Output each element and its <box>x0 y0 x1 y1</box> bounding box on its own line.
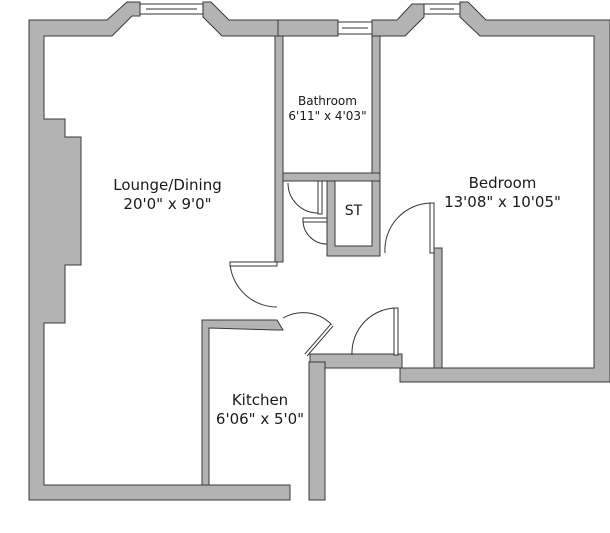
door-bathroom[interactable] <box>287 182 319 214</box>
bathroom-bottom-wall <box>282 172 381 182</box>
bathroom-top-wall-a <box>277 19 339 37</box>
room-name: ST <box>344 203 363 219</box>
lounge-bathroom-wall <box>274 35 284 263</box>
bay-wall-left <box>202 1 279 37</box>
bathroom-top-wall-b <box>371 3 425 37</box>
room-name: Kitchen <box>231 391 289 409</box>
door-bedroom[interactable] <box>384 202 433 254</box>
store-wall <box>326 180 381 257</box>
kitchen-wall <box>201 319 284 486</box>
room-label-kitchen: Kitchen 6'06" x 5'0" <box>205 391 315 429</box>
hall-bottom-wall <box>309 353 403 369</box>
room-name: Bathroom <box>298 94 357 108</box>
door-hall[interactable] <box>351 307 399 356</box>
room-dimensions: 6'06" x 5'0" <box>215 409 305 428</box>
room-label-bedroom: Bedroom 13'08" x 10'05" <box>435 174 570 212</box>
door-store[interactable] <box>302 219 328 245</box>
bedroom-top-wall <box>399 1 610 383</box>
room-label-store: ST <box>337 203 370 221</box>
room-name: Lounge/Dining <box>113 176 222 194</box>
room-label-bathroom: Bathroom 6'11" x 4'03" <box>270 94 385 124</box>
room-dimensions: 13'08" x 10'05" <box>444 192 561 211</box>
door-lounge[interactable] <box>229 262 278 308</box>
room-label-lounge: Lounge/Dining 20'0" x 9'0" <box>100 176 235 214</box>
room-dimensions: 20'0" x 9'0" <box>123 194 212 213</box>
kitchen-right-wall <box>308 361 326 501</box>
room-dimensions: 6'11" x 4'03" <box>288 109 367 123</box>
room-name: Bedroom <box>468 174 537 192</box>
door-kitchen[interactable] <box>282 312 333 326</box>
bedroom-left-wall <box>433 247 443 369</box>
